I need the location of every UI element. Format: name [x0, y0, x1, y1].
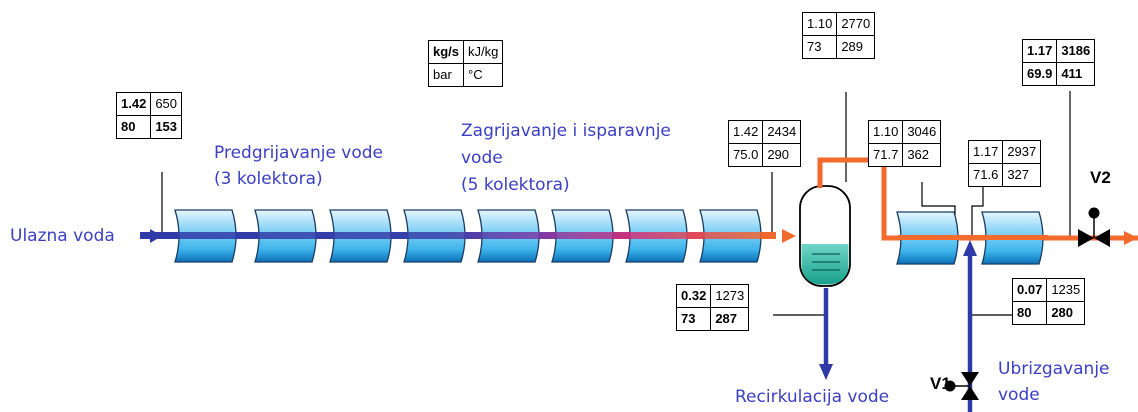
evap-out-enthalpy: 2434: [762, 120, 802, 144]
outlet-mass: 1.17: [1021, 39, 1058, 63]
recirc-arrow-icon: [819, 364, 833, 380]
valve-v2-icon[interactable]: [1078, 207, 1110, 248]
legend-temp-unit: °C: [463, 63, 504, 87]
sh1-out-enthalpy: 3046: [902, 120, 942, 144]
legend-mass-unit: kg/s: [427, 40, 465, 64]
inlet-mass: 1.42: [115, 92, 152, 116]
outlet-temperature: 411: [1056, 62, 1096, 86]
injection-enthalpy: 1235: [1046, 278, 1086, 302]
recirc-temperature: 287: [710, 307, 750, 331]
mix-pressure: 71.6: [967, 163, 1004, 187]
outlet-pressure: 69.9: [1021, 62, 1058, 86]
evap-out-temperature: 290: [762, 143, 802, 167]
steam-drum: [799, 185, 851, 287]
label-inject-line1: Ubrizgavanje: [998, 359, 1110, 379]
steam-mass: 1.10: [801, 12, 838, 36]
legend-pressure-unit: bar: [427, 63, 465, 87]
label-evap-line3: (5 kolektora): [461, 175, 570, 195]
mix-mass: 1.17: [967, 140, 1004, 164]
label-preheat-line1: Predgrijavanje vode: [214, 143, 384, 163]
label-recirc: Recirkulacija vode: [735, 387, 890, 407]
recirc-enthalpy: 1273: [710, 284, 750, 308]
inlet-pressure: 80: [115, 115, 152, 139]
injection-temperature: 280: [1046, 301, 1086, 325]
outlet-enthalpy: 3186: [1056, 39, 1096, 63]
injection-mass: 0.07: [1011, 278, 1048, 302]
injection-pressure: 80: [1011, 301, 1048, 325]
label-v1: V1: [930, 374, 951, 393]
label-evap-line2: vode: [461, 148, 503, 168]
outlet-arrow-icon: [1124, 231, 1138, 245]
label-inlet: Ulazna voda: [10, 226, 115, 246]
evap-out-mass: 1.42: [727, 120, 764, 144]
label-inject-line2: vode: [998, 385, 1040, 405]
steam-temperature: 289: [836, 35, 876, 59]
inlet-arrow-icon: [150, 229, 162, 243]
steam-pressure: 73: [801, 35, 838, 59]
recirc-mass: 0.32: [675, 284, 712, 308]
mix-temperature: 327: [1002, 163, 1042, 187]
mix-enthalpy: 2937: [1002, 140, 1042, 164]
label-v2: V2: [1090, 168, 1111, 187]
sh1-out-temperature: 362: [902, 143, 942, 167]
sh1-out-pressure: 71.7: [867, 143, 904, 167]
sh1-out-mass: 1.10: [867, 120, 904, 144]
label-preheat-line2: (3 kolektora): [214, 169, 323, 189]
drum-inlet-arrow-icon: [782, 229, 796, 243]
label-evap-line1: Zagrijavanje i isparavnje: [461, 121, 671, 141]
inlet-enthalpy: 650: [150, 92, 183, 116]
recirculation-line: [819, 288, 833, 380]
recirc-pressure: 73: [675, 307, 712, 331]
inlet-temperature: 153: [150, 115, 183, 139]
valve-v1-icon[interactable]: [944, 372, 980, 400]
steam-enthalpy: 2770: [836, 12, 876, 36]
injection-arrow-icon: [963, 240, 977, 256]
evap-out-pressure: 75.0: [727, 143, 764, 167]
legend-enthalpy-unit: kJ/kg: [463, 40, 504, 64]
